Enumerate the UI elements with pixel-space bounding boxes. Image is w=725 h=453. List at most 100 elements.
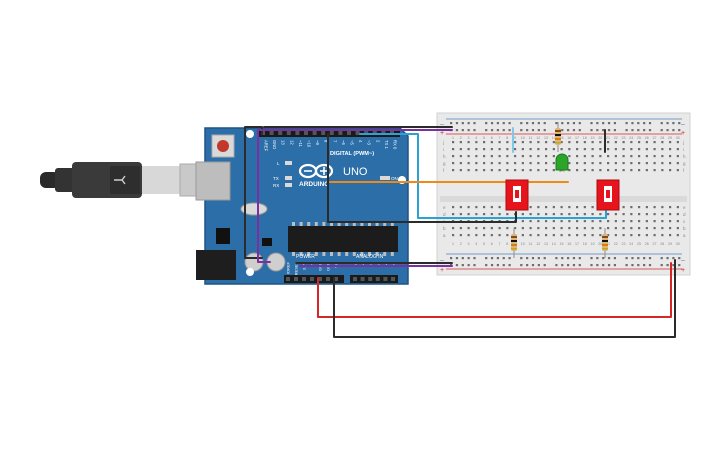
terminal-hole[interactable] — [576, 220, 579, 223]
terminal-hole[interactable] — [622, 206, 625, 209]
terminal-hole[interactable] — [576, 234, 579, 237]
rail-hole[interactable] — [613, 264, 616, 267]
rail-hole[interactable] — [508, 264, 511, 267]
terminal-hole[interactable] — [630, 155, 633, 158]
terminal-hole[interactable] — [653, 162, 656, 165]
rail-hole[interactable] — [555, 122, 558, 125]
rail-hole[interactable] — [490, 264, 494, 267]
terminal-hole[interactable] — [653, 148, 656, 151]
rail-hole[interactable] — [672, 257, 675, 260]
rail-hole[interactable] — [602, 257, 605, 260]
terminal-hole[interactable] — [607, 148, 610, 151]
terminal-hole[interactable] — [607, 155, 610, 158]
terminal-hole[interactable] — [521, 234, 524, 237]
terminal-hole[interactable] — [568, 206, 571, 209]
terminal-hole[interactable] — [467, 169, 470, 172]
switch-2[interactable] — [596, 179, 620, 211]
rail-hole[interactable] — [596, 264, 599, 267]
rail-hole[interactable] — [473, 257, 476, 260]
terminal-hole[interactable] — [661, 213, 664, 216]
digital-pin-socket[interactable] — [312, 131, 317, 135]
terminal-hole[interactable] — [614, 213, 617, 216]
rail-hole[interactable] — [678, 122, 681, 125]
digital-pin-socket[interactable] — [269, 131, 274, 135]
digital-pin-socket[interactable] — [355, 131, 360, 135]
terminal-hole[interactable] — [545, 155, 548, 158]
rail-hole[interactable] — [631, 257, 634, 260]
rail-hole[interactable] — [578, 264, 581, 267]
terminal-hole[interactable] — [498, 213, 501, 216]
terminal-hole[interactable] — [537, 234, 540, 237]
terminal-hole[interactable] — [661, 155, 664, 158]
terminal-hole[interactable] — [638, 141, 641, 144]
rail-hole[interactable] — [607, 129, 611, 132]
terminal-hole[interactable] — [467, 141, 470, 144]
rail-hole[interactable] — [572, 122, 576, 125]
rail-hole[interactable] — [625, 129, 628, 132]
terminal-hole[interactable] — [521, 227, 524, 230]
terminal-hole[interactable] — [545, 169, 548, 172]
terminal-hole[interactable] — [614, 155, 617, 158]
terminal-hole[interactable] — [506, 213, 509, 216]
terminal-hole[interactable] — [490, 206, 493, 209]
rail-hole[interactable] — [660, 129, 663, 132]
rail-hole[interactable] — [648, 264, 652, 267]
terminal-hole[interactable] — [676, 213, 679, 216]
rail-hole[interactable] — [455, 122, 459, 125]
terminal-hole[interactable] — [622, 227, 625, 230]
terminal-hole[interactable] — [653, 206, 656, 209]
terminal-hole[interactable] — [568, 162, 571, 165]
rail-hole[interactable] — [666, 122, 669, 125]
terminal-hole[interactable] — [552, 169, 555, 172]
terminal-hole[interactable] — [676, 141, 679, 144]
terminal-hole[interactable] — [676, 162, 679, 165]
terminal-hole[interactable] — [498, 227, 501, 230]
terminal-hole[interactable] — [645, 162, 648, 165]
rail-hole[interactable] — [490, 129, 494, 132]
rail-hole[interactable] — [572, 129, 576, 132]
terminal-hole[interactable] — [568, 155, 571, 158]
terminal-hole[interactable] — [537, 213, 540, 216]
rail-hole[interactable] — [666, 129, 669, 132]
terminal-hole[interactable] — [560, 234, 563, 237]
terminal-hole[interactable] — [645, 148, 648, 151]
rail-hole[interactable] — [672, 129, 675, 132]
terminal-hole[interactable] — [607, 213, 610, 216]
terminal-hole[interactable] — [576, 162, 579, 165]
terminal-hole[interactable] — [661, 234, 664, 237]
terminal-hole[interactable] — [630, 169, 633, 172]
terminal-hole[interactable] — [483, 148, 486, 151]
rail-hole[interactable] — [531, 264, 535, 267]
terminal-hole[interactable] — [661, 148, 664, 151]
terminal-hole[interactable] — [583, 162, 586, 165]
terminal-hole[interactable] — [552, 155, 555, 158]
terminal-hole[interactable] — [490, 162, 493, 165]
terminal-hole[interactable] — [591, 234, 594, 237]
terminal-hole[interactable] — [599, 155, 602, 158]
terminal-hole[interactable] — [583, 234, 586, 237]
terminal-hole[interactable] — [490, 169, 493, 172]
rail-hole[interactable] — [637, 122, 640, 125]
terminal-hole[interactable] — [483, 162, 486, 165]
terminal-hole[interactable] — [514, 155, 517, 158]
terminal-hole[interactable] — [467, 162, 470, 165]
rail-hole[interactable] — [543, 264, 546, 267]
terminal-hole[interactable] — [529, 155, 532, 158]
power-pin-socket[interactable] — [294, 277, 298, 281]
rail-hole[interactable] — [678, 264, 681, 267]
terminal-hole[interactable] — [537, 169, 540, 172]
usb-cable[interactable] — [40, 162, 215, 198]
terminal-hole[interactable] — [568, 234, 571, 237]
terminal-hole[interactable] — [599, 227, 602, 230]
terminal-hole[interactable] — [560, 206, 563, 209]
terminal-hole[interactable] — [638, 213, 641, 216]
rail-hole[interactable] — [572, 257, 576, 260]
rail-hole[interactable] — [672, 264, 675, 267]
terminal-hole[interactable] — [459, 141, 462, 144]
rail-hole[interactable] — [490, 122, 494, 125]
analog-pin-socket[interactable] — [368, 277, 373, 281]
rail-hole[interactable] — [561, 129, 564, 132]
terminal-hole[interactable] — [506, 141, 509, 144]
terminal-hole[interactable] — [568, 220, 571, 223]
terminal-hole[interactable] — [576, 213, 579, 216]
